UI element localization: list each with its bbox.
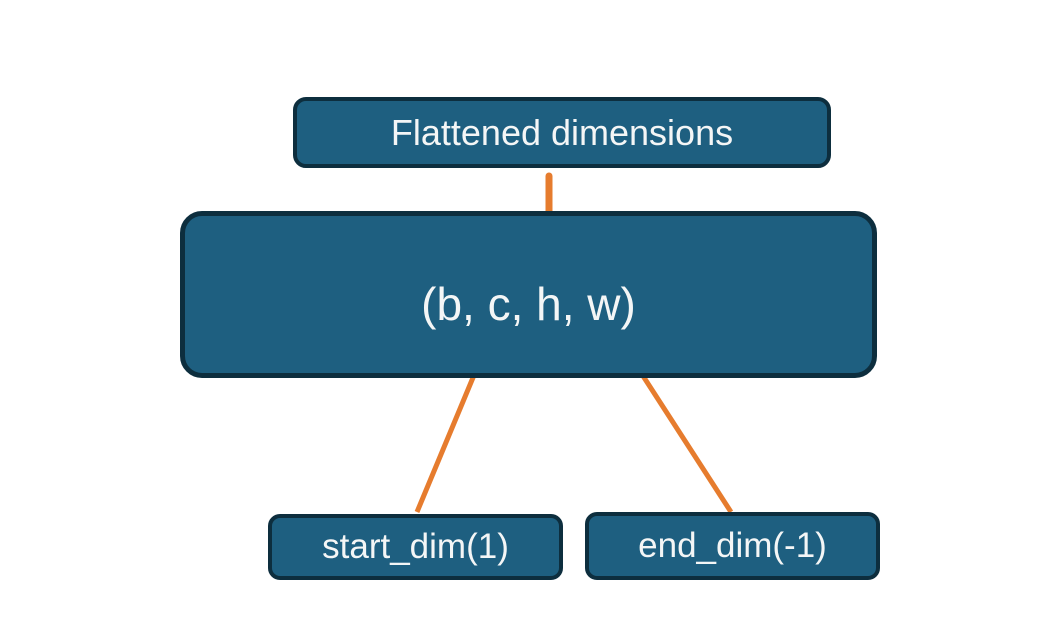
start-dim-box: start_dim(1): [268, 514, 563, 580]
end-dim-box: end_dim(-1): [585, 512, 880, 580]
flattened-dimensions-box: Flattened dimensions: [293, 97, 831, 168]
flattened-dimensions-label: Flattened dimensions: [390, 111, 734, 153]
start-dim-label: start_dim(1): [322, 527, 509, 566]
tensor-shape-label: (b, c, h, w): [421, 277, 636, 330]
tensor-shape-box: (b, c, h, w): [180, 211, 877, 378]
end-dim-label: end_dim(-1): [638, 526, 827, 565]
